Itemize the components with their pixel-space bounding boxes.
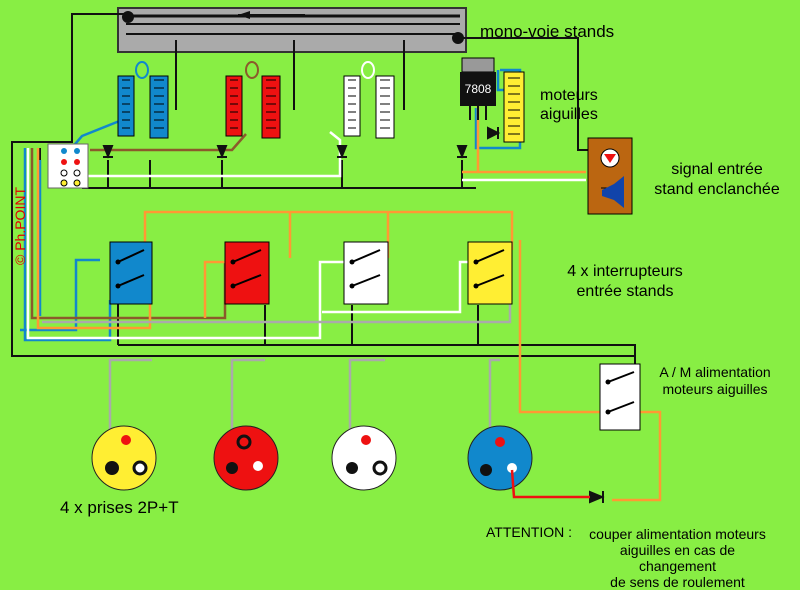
red-diode-wire — [510, 469, 590, 499]
point-motor-white — [343, 61, 395, 139]
colored-wires — [30, 100, 662, 502]
socket-red — [213, 425, 279, 491]
point-motor-yellow — [503, 71, 525, 143]
white-wires — [26, 131, 586, 340]
switch-white[interactable] — [343, 241, 389, 305]
socket-white — [331, 425, 397, 491]
regulator: 7808 — [460, 57, 496, 120]
switches-label: 4 x interrupteurs entrée stands — [567, 263, 683, 300]
attention-prefix: ATTENTION : — [486, 524, 573, 540]
signal-box — [587, 137, 633, 215]
switch-blue[interactable] — [109, 241, 153, 305]
am-switch[interactable] — [599, 363, 641, 431]
credit-text: © Ph.POINT — [12, 187, 28, 265]
point-motor-blue — [117, 61, 169, 139]
signal-label: signal entrée stand enclanchée — [654, 161, 780, 198]
track-label: mono-voie stands — [480, 22, 615, 41]
am-switch-label: A / M alimentation moteurs aiguilles — [659, 364, 771, 397]
motors-label: moteurs aiguilles — [540, 87, 598, 123]
socket-yellow — [91, 425, 157, 491]
sockets-label: 4 x prises 2P+T — [60, 498, 179, 517]
switch-yellow[interactable] — [467, 241, 513, 305]
attention-text: couper alimentation moteurs aiguilles en… — [589, 526, 766, 590]
point-motor-red — [225, 61, 281, 139]
socket-blue — [467, 425, 533, 491]
connector-block — [47, 143, 89, 189]
switch-red[interactable] — [224, 241, 270, 305]
regulator-label: 7808 — [465, 82, 492, 96]
track-bar — [117, 7, 467, 53]
